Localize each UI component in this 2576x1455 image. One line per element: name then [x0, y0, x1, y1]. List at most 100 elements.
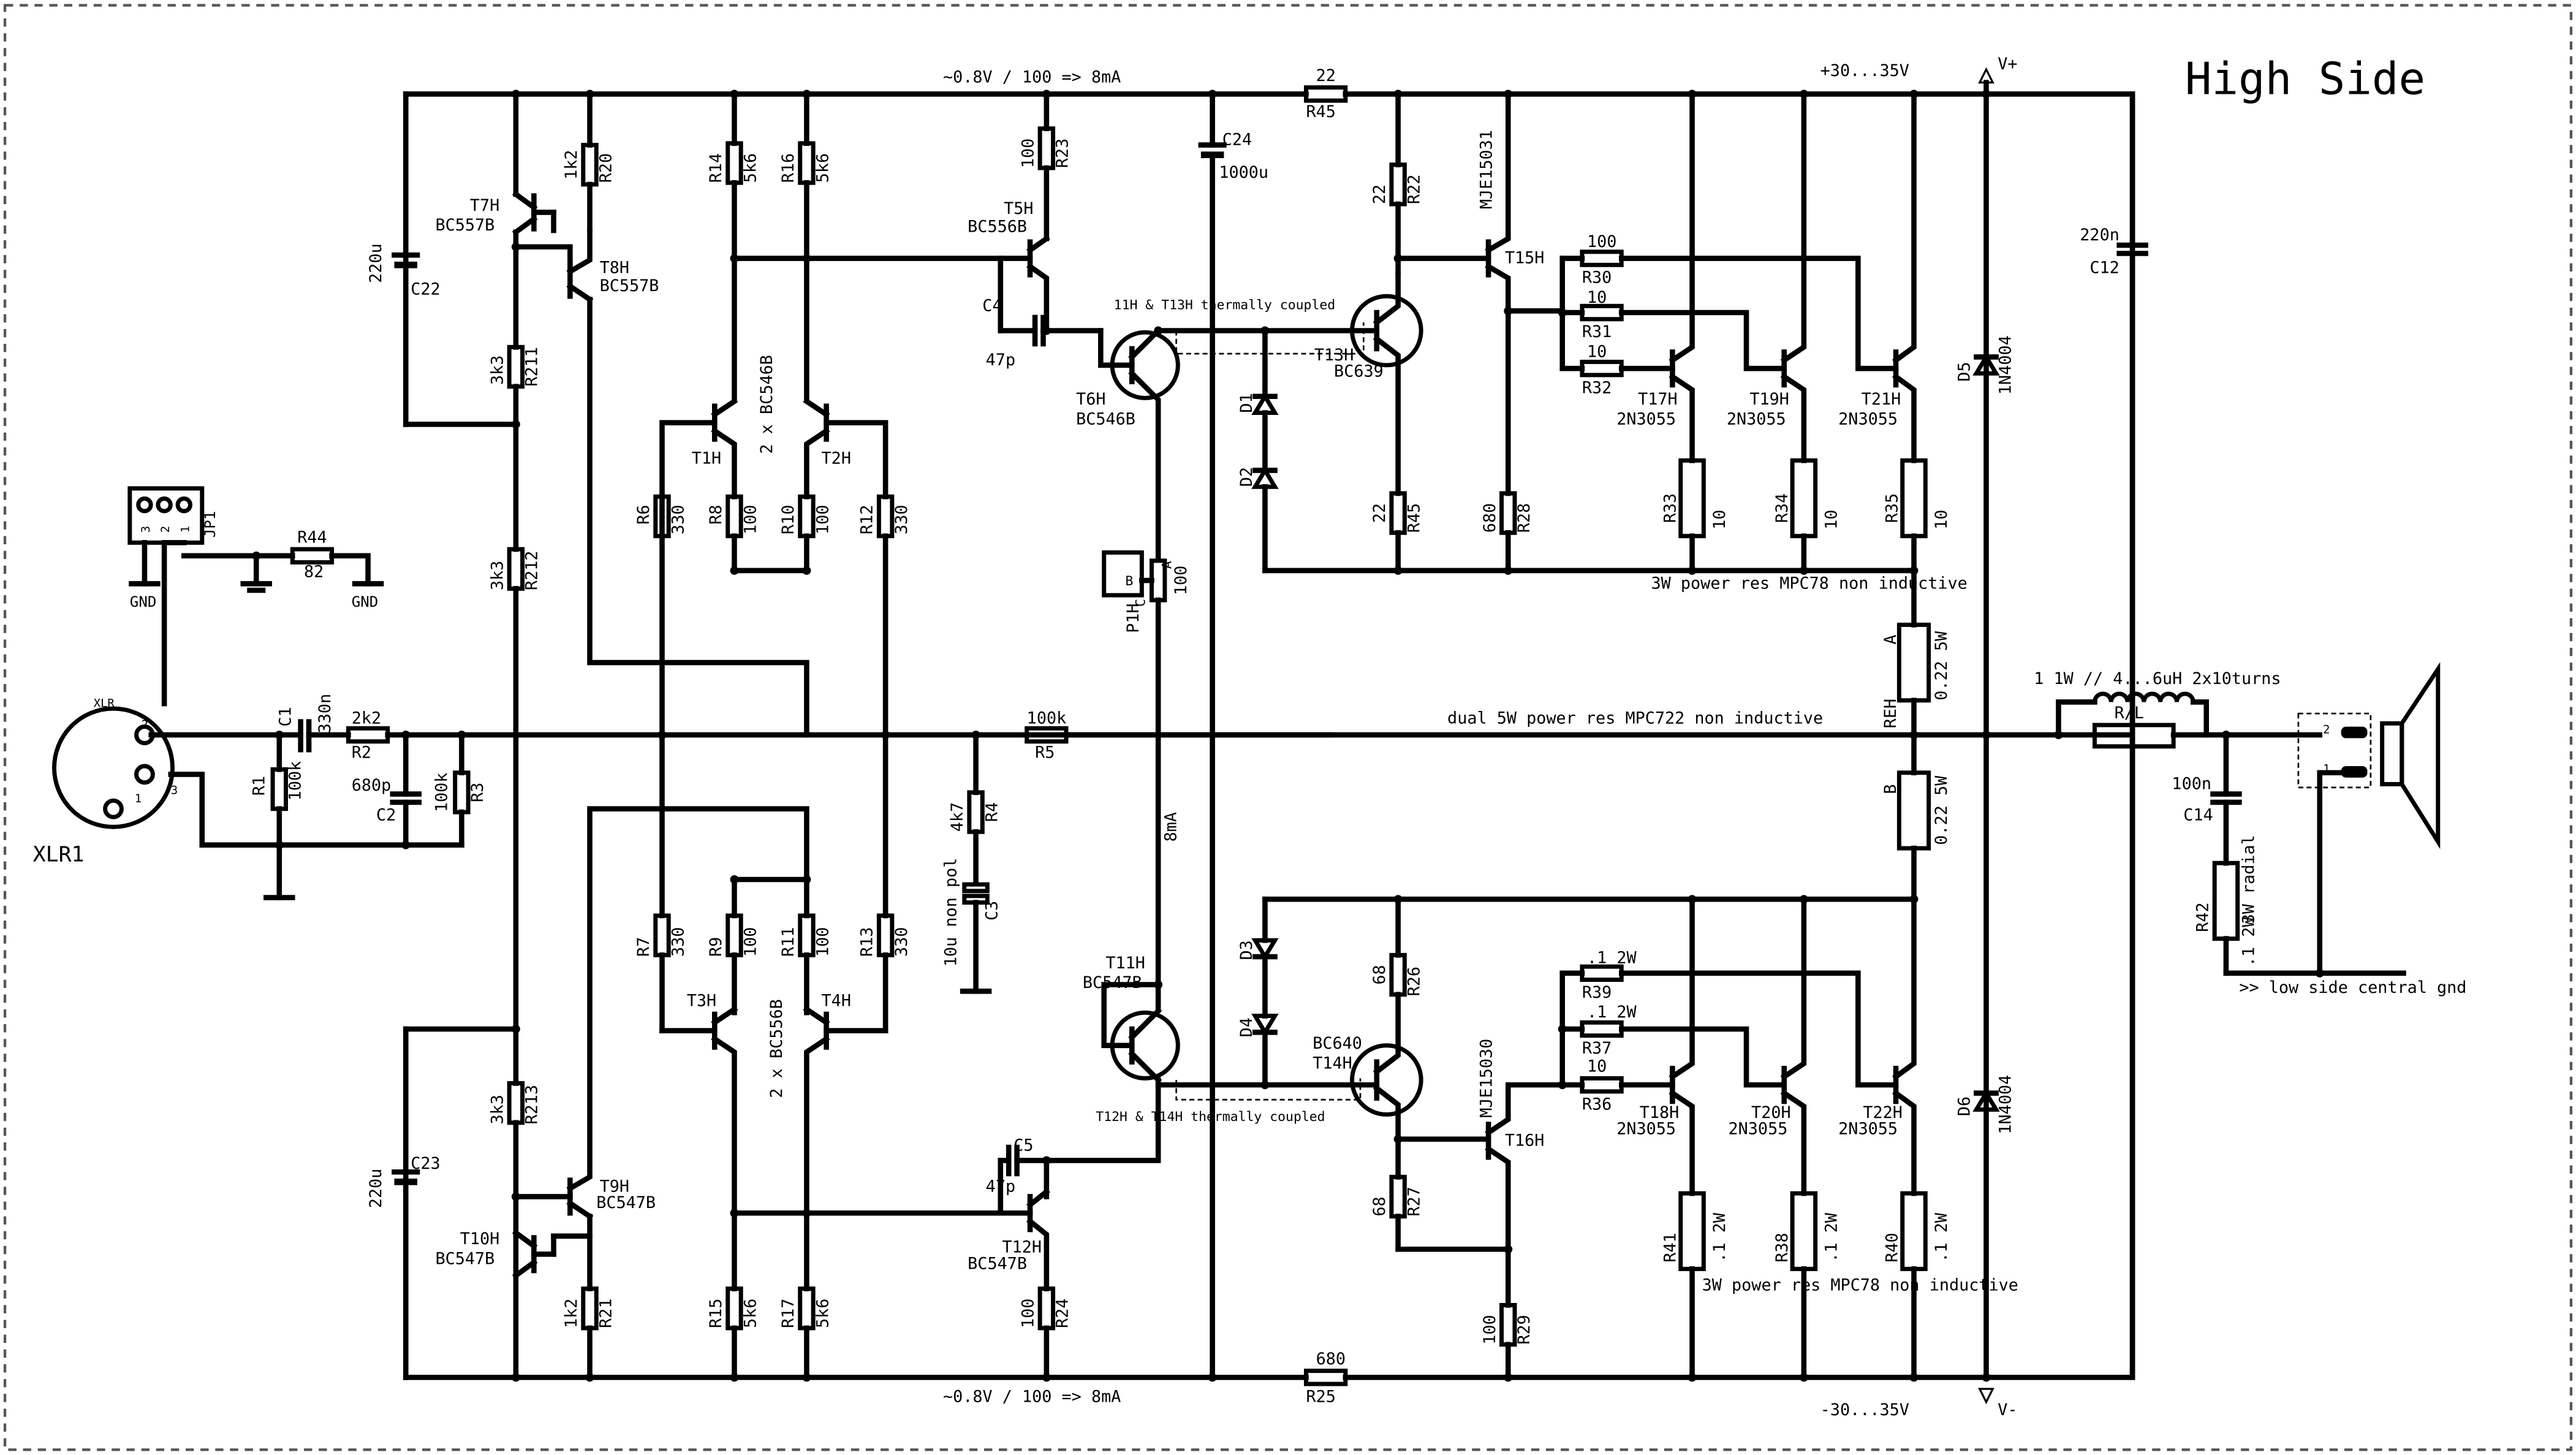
svg-text:T2H: T2H	[822, 449, 851, 468]
resistor-r45: 680 R25	[1304, 1350, 1348, 1407]
svg-text:T5H: T5H	[1004, 199, 1033, 218]
sheet-title: High Side	[2185, 53, 2425, 105]
svg-text:T4H: T4H	[822, 991, 851, 1010]
svg-text:22: 22	[1370, 503, 1389, 523]
svg-text:330: 330	[669, 505, 688, 534]
svg-text:3W power res MPC78 non inducti: 3W power res MPC78 non inductive	[1651, 574, 1968, 593]
svg-text:2N3055: 2N3055	[1838, 409, 1898, 428]
svg-text:P1H: P1H	[1124, 603, 1143, 633]
svg-text:22: 22	[1370, 184, 1389, 204]
svg-text:T22H: T22H	[1863, 1103, 1903, 1122]
svg-text:3: 3	[140, 526, 153, 533]
bias-top-note: ~0.8V / 100 => 8mA	[943, 68, 1121, 87]
emitter-power-resistors: A 0.22 5W REH B 0.22 5W dual 5W power re…	[1063, 622, 2135, 902]
svg-text:10: 10	[1822, 510, 1841, 530]
resistor-r2: 2k2 R2	[346, 709, 390, 762]
svg-text:100: 100	[741, 505, 760, 534]
vminus-label: V-	[1998, 1400, 2017, 1419]
svg-text:C4: C4	[982, 296, 1002, 315]
svg-text:T3H: T3H	[687, 991, 716, 1010]
svg-text:3k3: 3k3	[488, 355, 507, 385]
driver-bottom: BC640 T14H D3 D4 68 R26 68 R27	[1237, 896, 1917, 1252]
output-stage-top: 100 R30 10 R31 10 R32 T17H 2N3055 T19H 2…	[1559, 91, 1968, 628]
svg-text:82: 82	[304, 563, 324, 582]
pair-bottom-note: 2 x BC556B	[767, 999, 786, 1098]
xlr-connector: XLR 2 3 1 XLR1	[33, 697, 178, 867]
svg-text:D6: D6	[1955, 1096, 1974, 1116]
vas-bottom: T12H BC547B 100 R24 C5 47p	[968, 1136, 1072, 1380]
svg-text:D3: D3	[1237, 940, 1256, 960]
svg-text:R22: R22	[1404, 175, 1423, 204]
svg-text:R25: R25	[1306, 1388, 1335, 1407]
svg-text:R9: R9	[707, 937, 725, 957]
svg-text:1: 1	[179, 526, 192, 533]
svg-text:2: 2	[2323, 723, 2330, 736]
svg-text:T12H & T14H thermally coupled: T12H & T14H thermally coupled	[1096, 1109, 1325, 1125]
svg-text:C3: C3	[982, 901, 1001, 921]
svg-text:100: 100	[1480, 1315, 1499, 1344]
svg-text:T17H: T17H	[1638, 390, 1678, 409]
svg-text:T15H: T15H	[1505, 249, 1545, 268]
svg-text:BC639: BC639	[1334, 362, 1384, 381]
svg-text:3k3: 3k3	[488, 561, 507, 590]
svg-text:A: A	[1160, 561, 1175, 569]
svg-text:5k6: 5k6	[741, 153, 760, 183]
svg-text:.1 2W: .1 2W	[1710, 1212, 1729, 1263]
neg-supply-label: -30...35V	[1820, 1400, 1909, 1419]
svg-text:1: 1	[135, 792, 142, 805]
svg-text:C: C	[1134, 599, 1149, 607]
svg-text:T9H: T9H	[600, 1177, 629, 1196]
svg-text:3W radial: 3W radial	[2240, 835, 2259, 924]
svg-text:C2: C2	[376, 805, 396, 824]
svg-text:680: 680	[1316, 1350, 1346, 1369]
svg-text:GND: GND	[130, 593, 157, 610]
svg-text:R6: R6	[634, 505, 653, 525]
svg-text:R14: R14	[707, 153, 725, 183]
svg-text:680p: 680p	[352, 776, 392, 795]
svg-text:R8: R8	[707, 505, 725, 525]
svg-text:R24: R24	[1053, 1299, 1072, 1328]
svg-text:T11H: T11H	[1105, 954, 1145, 973]
svg-text:MJE15031: MJE15031	[1477, 130, 1496, 209]
diode-d6: D6 1N4004	[1955, 1075, 2015, 1134]
svg-text:R20: R20	[596, 153, 615, 183]
svg-text:R21: R21	[596, 1299, 615, 1328]
svg-text:2N3055: 2N3055	[1616, 1120, 1676, 1139]
vplus-label: V+	[1998, 55, 2017, 74]
svg-text:R16: R16	[779, 153, 798, 183]
svg-text:BC556B: BC556B	[968, 218, 1027, 237]
svg-text:R45: R45	[1404, 503, 1423, 533]
sheet-border	[3, 4, 2573, 1451]
diode-d5: D5 1N4004	[1955, 335, 2015, 395]
svg-text:D4: D4	[1237, 1017, 1256, 1037]
svg-text:T21H: T21H	[1862, 390, 1901, 409]
svg-text:2k2: 2k2	[352, 709, 381, 728]
svg-text:100k: 100k	[286, 761, 305, 801]
resistor-r3: 100k R3	[432, 732, 487, 848]
svg-text:2N3055: 2N3055	[1838, 1120, 1898, 1139]
svg-text:2: 2	[142, 718, 148, 731]
svg-text:XLR: XLR	[94, 697, 115, 710]
svg-text:10: 10	[1587, 342, 1607, 361]
svg-text:R26: R26	[1404, 967, 1423, 996]
svg-text:1N4004: 1N4004	[1996, 1075, 2015, 1134]
svg-text:680: 680	[1480, 503, 1499, 533]
svg-text:R212: R212	[523, 551, 542, 591]
svg-text:C1: C1	[276, 707, 295, 726]
svg-text:R211: R211	[523, 347, 542, 387]
svg-text:BC557B: BC557B	[435, 216, 494, 235]
svg-text:R37: R37	[1582, 1039, 1612, 1058]
svg-text:R35: R35	[1883, 493, 1902, 523]
output-stage-bottom: .1 2W R39 .1 2W R37 10 R36 T18H 2N3055 T…	[1559, 896, 2018, 1380]
svg-text:10: 10	[1587, 1057, 1607, 1076]
svg-text:10: 10	[1710, 510, 1729, 530]
svg-text:R4: R4	[982, 802, 1001, 822]
svg-text:68: 68	[1370, 965, 1389, 984]
vminus-arrow	[1978, 1388, 1995, 1405]
svg-text:R23: R23	[1053, 139, 1072, 168]
svg-text:R41: R41	[1661, 1233, 1680, 1262]
svg-text:1: 1	[2323, 763, 2330, 776]
pos-supply-label: +30...35V	[1820, 61, 1909, 80]
svg-text:2N3055: 2N3055	[1727, 409, 1786, 428]
